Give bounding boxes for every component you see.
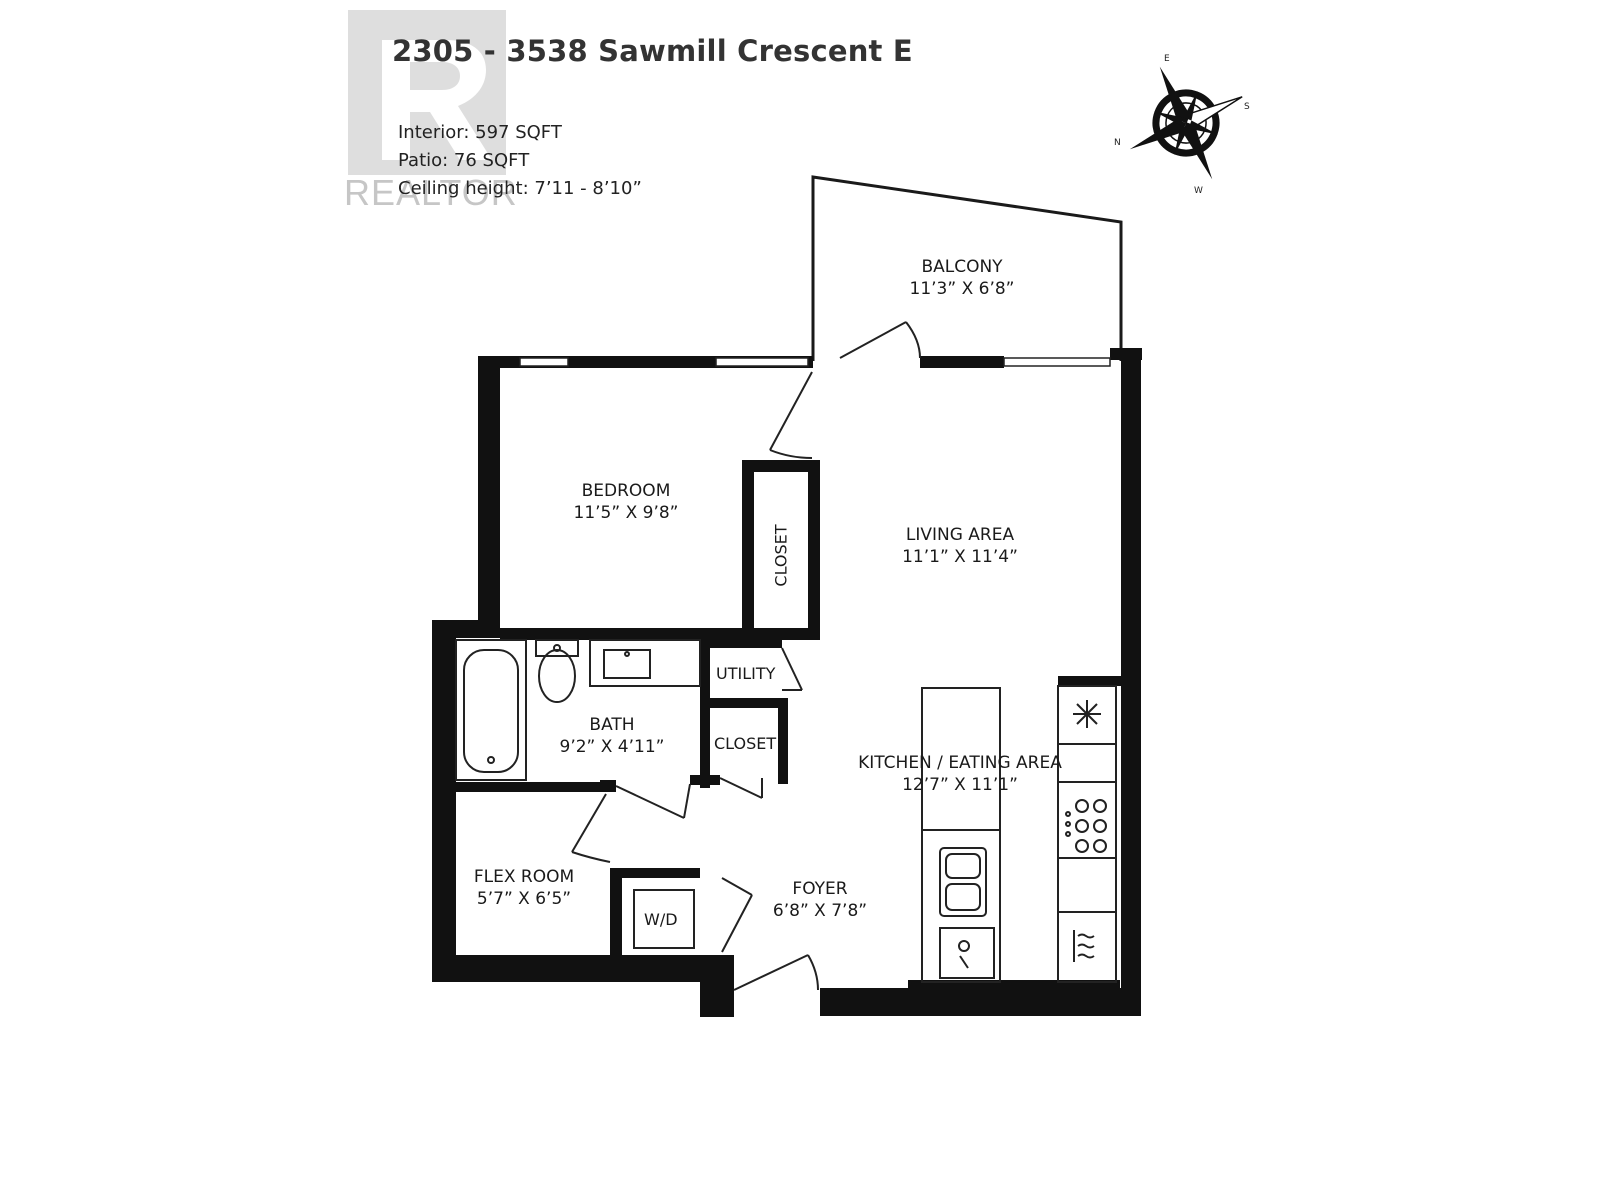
compass-s-label: S — [1244, 102, 1250, 112]
windows — [519, 357, 1111, 367]
closet-hall-label: CLOSET — [714, 734, 777, 753]
room-name: FLEX ROOM — [473, 867, 575, 887]
room-name: BATH — [589, 715, 635, 735]
room-dims: 11’5” X 9’8” — [573, 503, 679, 523]
kitchen-island — [921, 687, 1001, 983]
room-dims: 9’2” X 4’11” — [559, 737, 665, 757]
balcony-outline — [811, 175, 1123, 361]
bathroom-fixtures — [455, 639, 701, 781]
room-dims: 5’7” X 6’5” — [476, 889, 572, 909]
snowflake-icon — [1073, 700, 1101, 728]
room-foyer: FOYER 6’8” X 7’8” — [773, 878, 867, 922]
wd-label: W/D — [644, 910, 678, 929]
room-living-area: LIVING AREA 11’1” X 11’4” — [902, 524, 1018, 568]
room-bedroom: BEDROOM 11’5” X 9’8” — [574, 480, 679, 524]
kitchen-counter — [1057, 685, 1117, 983]
washer-dryer — [633, 889, 695, 949]
room-dims: 11’3” X 6’8” — [909, 279, 1015, 299]
patio-area: Patio: 76 SQFT — [398, 150, 530, 171]
room-flex: FLEX ROOM 5’7” X 6’5” — [474, 866, 574, 910]
room-kitchen: KITCHEN / EATING AREA 12’7” X 11’1” — [858, 752, 1062, 796]
room-balcony: BALCONY 11’3” X 6’8” — [910, 256, 1015, 300]
doors — [571, 321, 921, 991]
realtor-watermark: REALTOR — [344, 172, 518, 213]
ceiling-height: Ceiling height: 7’11 - 8’10” — [398, 178, 642, 199]
utility-label: UTILITY — [716, 664, 776, 683]
closet-bedroom-label: CLOSET — [771, 524, 791, 587]
room-name: BEDROOM — [581, 481, 671, 501]
room-name: BALCONY — [921, 257, 1003, 277]
compass-w-label: W — [1194, 186, 1203, 196]
interior-area: Interior: 597 SQFT — [398, 122, 562, 143]
room-bath: BATH 9’2” X 4’11” — [560, 714, 665, 758]
listing-title: 2305 - 3538 Sawmill Crescent E — [392, 34, 913, 68]
room-dims: 12’7” X 11’1” — [902, 775, 1018, 795]
room-name: FOYER — [792, 879, 848, 899]
realtor-logo-icon — [348, 10, 506, 175]
room-dims: 6’8” X 7’8” — [772, 901, 868, 921]
room-dims: 11’1” X 11’4” — [902, 547, 1018, 567]
room-name: KITCHEN / EATING AREA — [858, 753, 1062, 773]
compass-n-label: N — [1114, 138, 1121, 148]
compass-e-label: E — [1164, 54, 1170, 64]
compass-rose-icon — [1129, 66, 1243, 180]
room-name: LIVING AREA — [905, 525, 1015, 545]
